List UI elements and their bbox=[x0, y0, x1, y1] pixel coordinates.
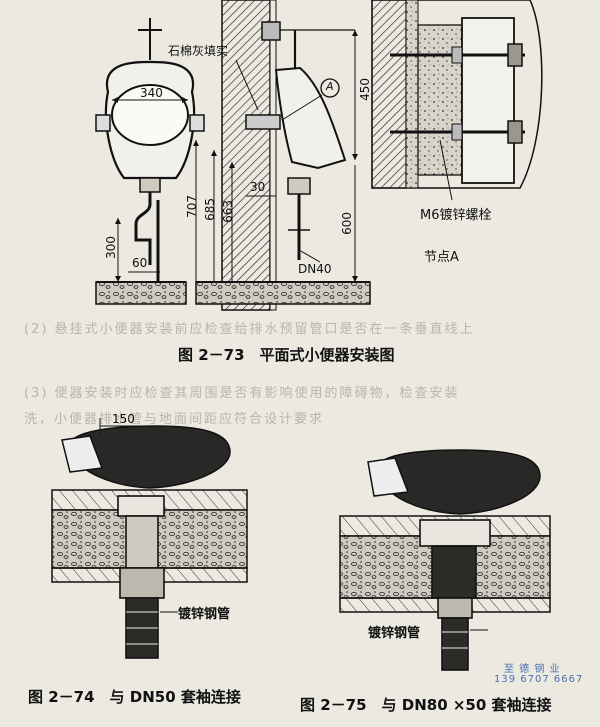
watermark-phone: 139 6707 6667 bbox=[494, 674, 584, 685]
label-node-a: 节点A bbox=[424, 250, 459, 265]
caption-fig-2-75: 图 2－75 与 DN80 ×50 套袖连接 bbox=[300, 696, 552, 714]
fig73-front-view bbox=[95, 18, 205, 305]
label-asbestos: 石棉灰填实 bbox=[168, 44, 229, 58]
label-height-600: 600 bbox=[340, 212, 354, 235]
label-node-a-marker: A bbox=[326, 80, 334, 93]
watermark-company: 至 德 钢 业 bbox=[504, 664, 561, 675]
background-text-line: (3) 便器安装时应检查其周围是否有影响使用的障碍物，检查安装 bbox=[24, 386, 460, 401]
label-height-707: 707 bbox=[185, 195, 199, 218]
caption-fig-2-74: 图 2－74 与 DN50 套袖连接 bbox=[28, 688, 241, 706]
label-m6-bolt: M6镀锌螺栓 bbox=[420, 208, 492, 223]
label-height-450: 450 bbox=[358, 78, 372, 101]
label-width-340: 340 bbox=[140, 86, 163, 100]
background-text-line: (2) 悬挂式小便器安装前应检查给排水预留管口是否在一条垂直线上 bbox=[24, 322, 475, 337]
background-text-line: 洗，小便器排水管与地面间距应符合设计要求 bbox=[24, 412, 325, 427]
label-galvanized-pipe-74: 镀锌钢管 bbox=[178, 607, 231, 622]
label-offset-30: 30 bbox=[250, 180, 266, 194]
label-height-663: 663 bbox=[221, 200, 235, 223]
label-offset-60: 60 bbox=[132, 256, 148, 270]
fig73-node-a-detail bbox=[371, 0, 543, 201]
fig75-drawing bbox=[339, 449, 551, 671]
label-galvanized-pipe-75: 镀锌钢管 bbox=[368, 626, 421, 641]
fig74-drawing bbox=[51, 418, 248, 659]
label-height-300: 300 bbox=[104, 236, 118, 259]
fig73-side-view bbox=[193, 0, 371, 311]
label-height-685: 685 bbox=[203, 198, 217, 221]
label-width-150: 150 bbox=[112, 412, 135, 426]
caption-fig-2-73: 图 2－73 平面式小便器安装图 bbox=[178, 346, 395, 364]
label-dn40: DN40 bbox=[298, 262, 332, 276]
